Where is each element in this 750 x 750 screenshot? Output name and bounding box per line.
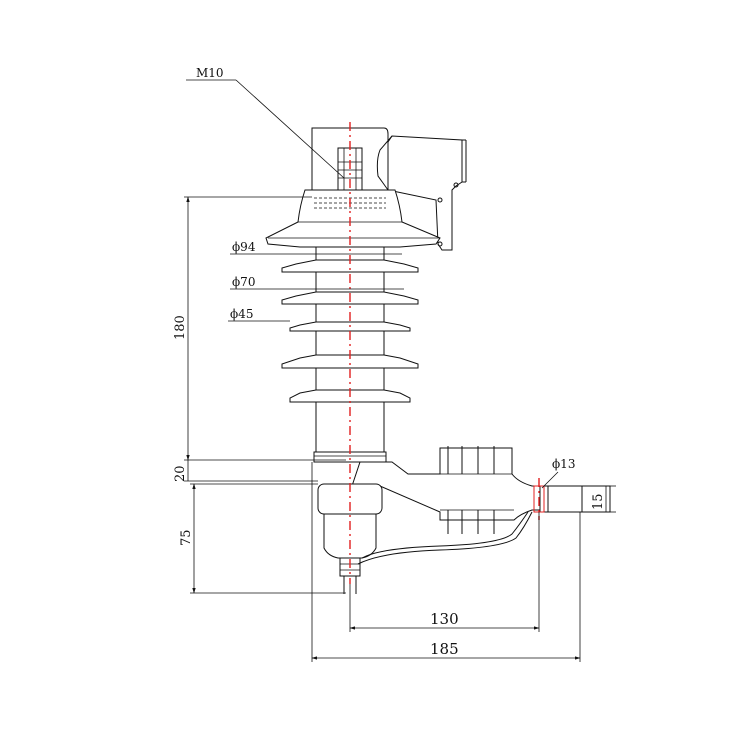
mounting-bracket [351, 446, 611, 534]
label-thread: M10 [186, 66, 345, 179]
hole-diameter-label: ϕ13 [552, 457, 575, 471]
side-connector-clamp [376, 135, 467, 251]
shed-small-diameter-label: ϕ45 [230, 307, 253, 321]
dimension-180-value: 180 [173, 315, 188, 340]
dimension-20-value: 20 [173, 465, 188, 482]
thread-label: M10 [196, 66, 224, 80]
dimension-185: 185 [311, 462, 581, 662]
dimension-180: 180 [173, 196, 312, 461]
top-shed [265, 189, 441, 248]
label-shed-top: ϕ94 [230, 240, 402, 255]
dimension-130-value: 130 [430, 610, 459, 628]
dimension-75: 75 [179, 483, 346, 594]
dimension-185-value: 185 [430, 640, 459, 658]
dimension-75-value: 75 [179, 529, 194, 546]
label-shed-large: ϕ70 [230, 275, 404, 290]
shed-large-diameter-label: ϕ70 [232, 275, 255, 289]
label-shed-small: ϕ45 [228, 307, 290, 322]
label-hole: ϕ13 [541, 457, 575, 489]
shed-top-diameter-label: ϕ94 [232, 240, 256, 254]
dimension-15: 15 [591, 485, 616, 513]
dimension-15-value: 15 [591, 493, 606, 510]
dimension-20: 20 [173, 459, 346, 482]
dimension-130: 130 [349, 512, 540, 632]
